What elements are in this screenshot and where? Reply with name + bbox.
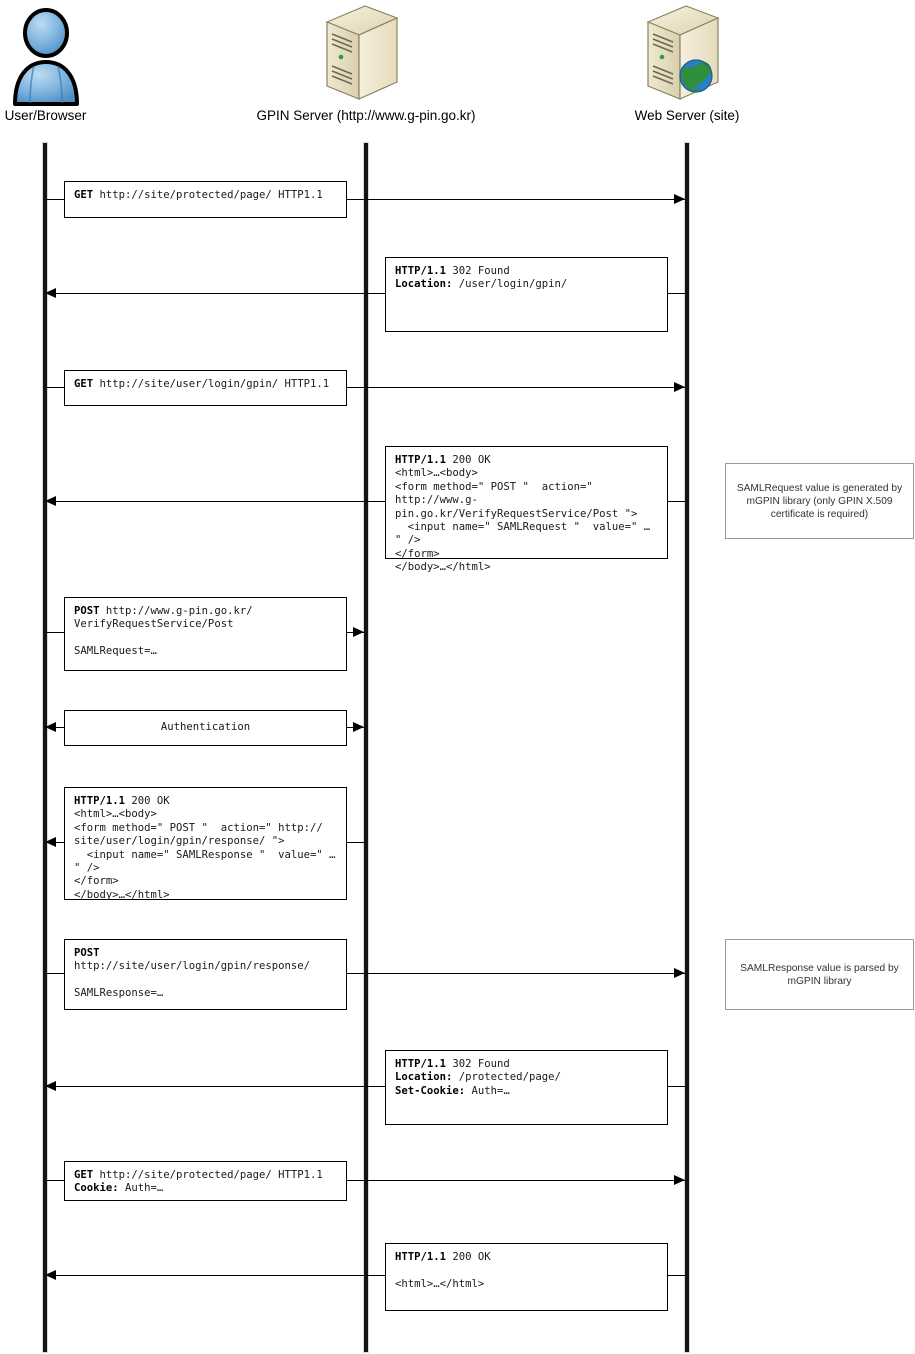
message-box-m2[interactable]: HTTP/1.1 302 Found Location: /user/login… [385,257,668,332]
message-text: HTTP/1.1 302 Found Location: /protected/… [395,1058,561,1097]
arrowhead-m9 [45,1081,56,1091]
arrow-line-m2 [45,293,687,295]
message-box-m10[interactable]: GET http://site/protected/page/ HTTP1.1 … [64,1161,347,1201]
lifeline-gpin-server [364,143,368,1352]
message-text: POST http://www.g-pin.go.kr/ VerifyReque… [74,605,253,658]
actor-user: User/Browser [0,4,91,124]
actor-web-server: Web Server (site) [592,4,782,124]
arrowhead-m10 [674,1175,685,1185]
actor-gpin-server-label: GPIN Server (http://www.g-pin.go.kr) [256,108,476,123]
note-samlresponse: SAMLResponse value is parsed by mGPIN li… [725,939,914,1010]
arrowhead-m2 [45,288,56,298]
message-box-m8[interactable]: POST http://site/user/login/gpin/respons… [64,939,347,1010]
arrowhead-m7 [45,837,56,847]
message-box-m1[interactable]: GET http://site/protected/page/ HTTP1.1 [64,181,347,218]
message-box-m3[interactable]: GET http://site/user/login/gpin/ HTTP1.1 [64,370,347,406]
message-text: GET http://site/user/login/gpin/ HTTP1.1 [74,378,330,390]
arrow-line-m9 [45,1086,687,1088]
arrowhead-m3 [674,382,685,392]
note-samlrequest: SAMLRequest value is generated by mGPIN … [725,463,914,539]
server-icon [321,4,411,108]
arrow-line-m4 [45,501,687,503]
arrow-line-m3 [45,387,685,389]
message-text: POST http://site/user/login/gpin/respons… [74,947,310,1000]
actor-user-label: User/Browser [4,108,87,123]
user-icon [9,4,83,108]
arrowhead-m11 [45,1270,56,1280]
arrowhead-m8 [674,968,685,978]
message-text: GET http://site/protected/page/ HTTP1.1 [74,189,323,201]
message-box-m11[interactable]: HTTP/1.1 200 OK <html>…</html> [385,1243,668,1311]
message-box-m9[interactable]: HTTP/1.1 302 Found Location: /protected/… [385,1050,668,1125]
arrow-line-m1 [45,199,685,201]
message-text: HTTP/1.1 200 OK <html>…<body> <form meth… [395,454,657,574]
message-box-m5[interactable]: POST http://www.g-pin.go.kr/ VerifyReque… [64,597,347,671]
message-box-m4[interactable]: HTTP/1.1 200 OK <html>…<body> <form meth… [385,446,668,573]
globe-icon [679,59,713,93]
message-text: Authentication [160,721,251,734]
message-text: HTTP/1.1 302 Found Location: /user/login… [395,265,568,291]
actor-gpin-server: GPIN Server (http://www.g-pin.go.kr) [221,4,511,124]
arrowhead-m4 [45,496,56,506]
message-box-m6[interactable]: Authentication [64,710,347,746]
message-text: HTTP/1.1 200 OK <html>…</html> [395,1251,491,1290]
message-box-m7[interactable]: HTTP/1.1 200 OK <html>…<body> <form meth… [64,787,347,901]
arrowhead-m5 [353,627,364,637]
lifeline-user [43,143,47,1352]
arrowhead-m6-left [45,722,56,732]
arrow-line-m8 [45,973,685,975]
arrowhead-m6-right [353,722,364,732]
lifeline-web-server [685,143,689,1352]
arrowhead-m1 [674,194,685,204]
arrow-line-m10 [45,1180,685,1182]
message-text: HTTP/1.1 200 OK <html>…<body> <form meth… [74,795,342,901]
arrow-line-m11 [45,1275,687,1277]
web-server-icon [642,4,732,108]
actor-web-server-label: Web Server (site) [634,108,740,123]
message-text: GET http://site/protected/page/ HTTP1.1 … [74,1169,323,1195]
